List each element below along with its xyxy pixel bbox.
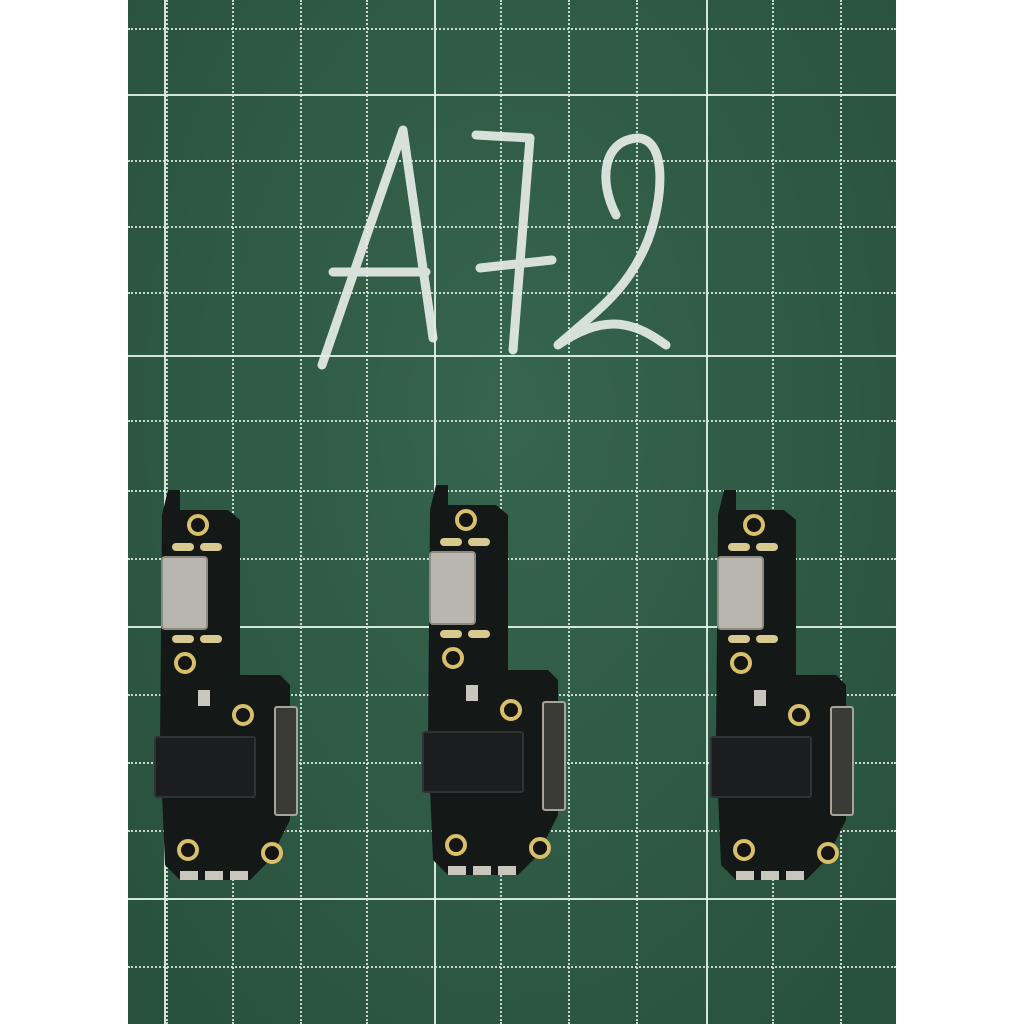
grid-major-line bbox=[128, 355, 896, 357]
grid-major-line bbox=[128, 626, 896, 628]
grid-line bbox=[300, 0, 302, 1024]
grid-line bbox=[128, 490, 896, 492]
grid-line bbox=[366, 0, 368, 1024]
pcb-board-right bbox=[710, 490, 854, 880]
grid-line bbox=[128, 292, 896, 294]
grid-line bbox=[840, 0, 842, 1024]
grid-major-line bbox=[128, 898, 896, 900]
grid-line bbox=[128, 28, 896, 30]
grid-major-line bbox=[706, 0, 708, 1024]
grid-line bbox=[128, 160, 896, 162]
chalk-label-a72 bbox=[317, 125, 671, 370]
grid-line bbox=[128, 226, 896, 228]
pcb-board-center bbox=[422, 485, 566, 875]
grid-major-line bbox=[128, 94, 896, 96]
grid-line bbox=[636, 0, 638, 1024]
grid-line bbox=[128, 420, 896, 422]
grid-line bbox=[128, 558, 896, 560]
photo-cutting-mat bbox=[128, 0, 896, 1024]
pcb-board-left bbox=[154, 490, 298, 880]
grid-line bbox=[232, 0, 234, 1024]
grid-line bbox=[128, 966, 896, 968]
grid-line bbox=[568, 0, 570, 1024]
